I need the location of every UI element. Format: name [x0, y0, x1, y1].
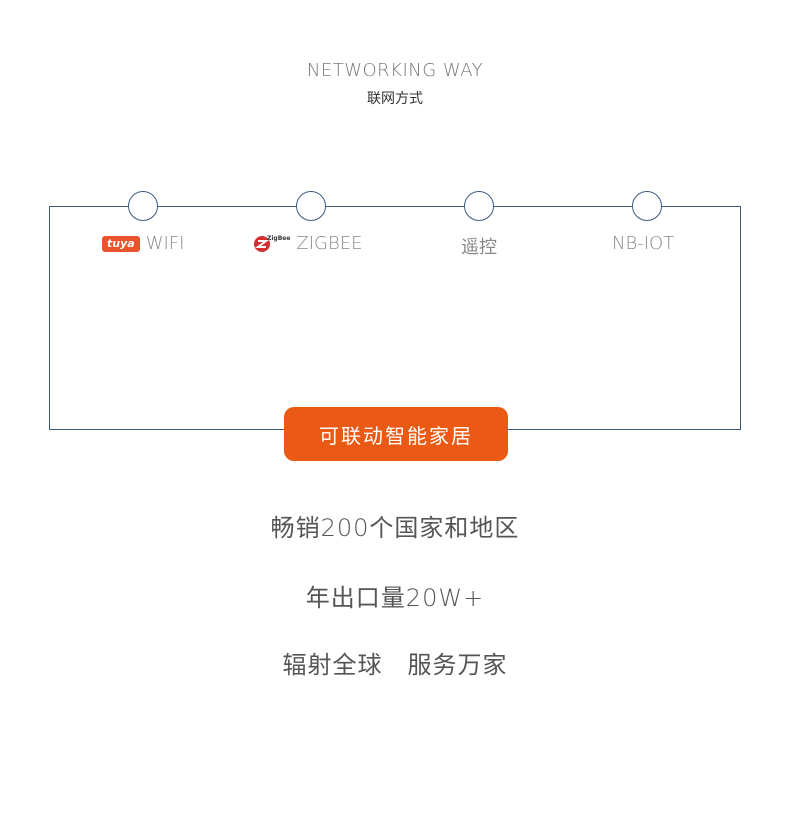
section-title-en: NETWORKING WAY — [306, 60, 484, 81]
network-label-remote: 遥控 — [461, 237, 497, 258]
network-label-nbiot: NB-IOT — [612, 233, 675, 254]
network-label-wifi: WIFI — [145, 233, 185, 254]
network-item-zigbee: ZigBee ZIGBEE — [253, 233, 363, 254]
network-label-zigbee: ZIGBEE — [296, 233, 363, 254]
feature-line: 畅销200个国家和地区 — [270, 514, 520, 542]
section-title-cn: 联网方式 — [367, 91, 423, 107]
feature-line: 年出口量20W+ — [305, 584, 485, 612]
network-item-nbiot: NB-IOT — [612, 233, 674, 254]
zigbee-logo-icon: ZigBee — [253, 235, 290, 253]
network-node-zigbee — [296, 191, 326, 221]
network-item-wifi: tuya WIFI — [102, 233, 184, 254]
network-node-remote — [464, 191, 494, 221]
zigbee-logo-text: ZigBee — [267, 235, 291, 242]
network-item-remote: 遥控 — [461, 233, 497, 259]
feature-line: 辐射全球 服务万家 — [282, 651, 508, 679]
network-node-nbiot — [632, 191, 662, 221]
tuya-logo-icon: tuya — [102, 235, 140, 252]
smart-home-button[interactable]: 可联动智能家居 — [284, 407, 508, 461]
network-node-wifi — [128, 191, 158, 221]
